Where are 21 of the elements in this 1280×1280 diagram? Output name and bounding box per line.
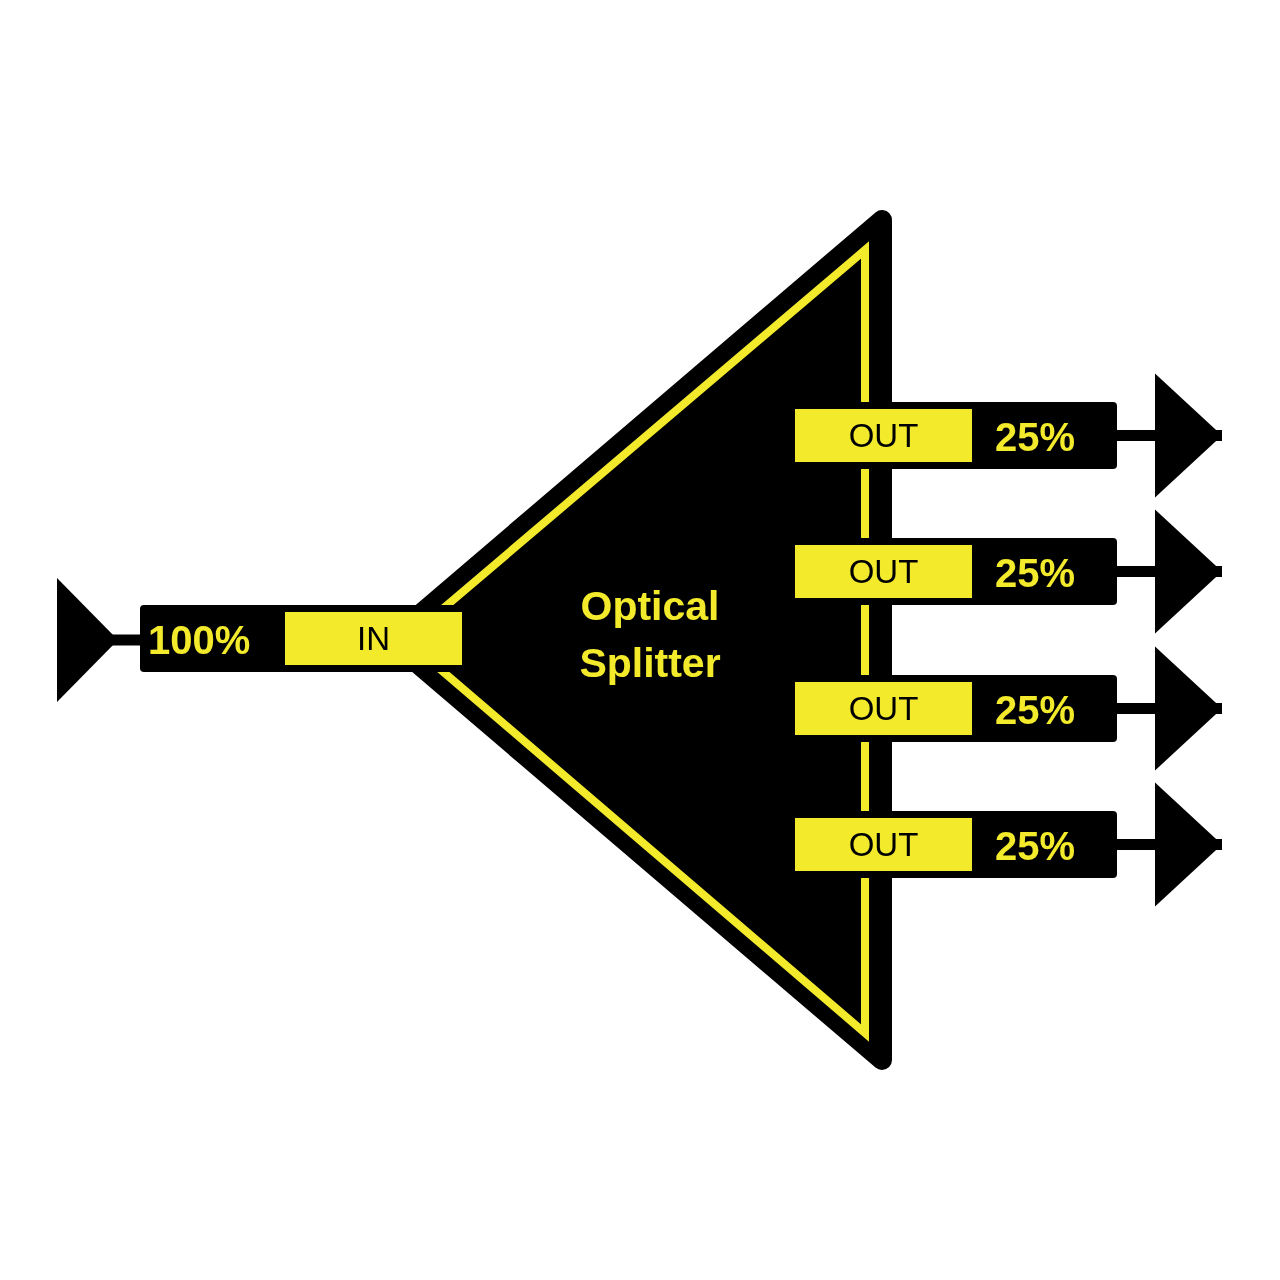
- arrow: [1117, 509, 1222, 634]
- port-bar: [795, 811, 1117, 878]
- arrow: [1117, 646, 1222, 771]
- port-label: OUT: [795, 545, 972, 598]
- percent-label: 25%: [995, 417, 1076, 457]
- percent-label: 25%: [995, 826, 1076, 866]
- arrow: [1117, 782, 1222, 907]
- port-label: OUT: [795, 682, 972, 735]
- port-bar: [795, 402, 1117, 469]
- percent-label: 25%: [995, 690, 1076, 730]
- port-label: OUT: [795, 409, 972, 462]
- percent-label: 100%: [148, 620, 251, 660]
- port-bar: [140, 605, 465, 672]
- percent-label: 25%: [995, 553, 1076, 593]
- arrow: [1117, 373, 1222, 498]
- port-label: OUT: [795, 818, 972, 871]
- splitter-label: Optical Splitter: [578, 582, 722, 689]
- port-bar: [795, 538, 1117, 605]
- port-label: IN: [285, 612, 462, 665]
- arrow: [57, 578, 140, 702]
- port-bar: [795, 675, 1117, 742]
